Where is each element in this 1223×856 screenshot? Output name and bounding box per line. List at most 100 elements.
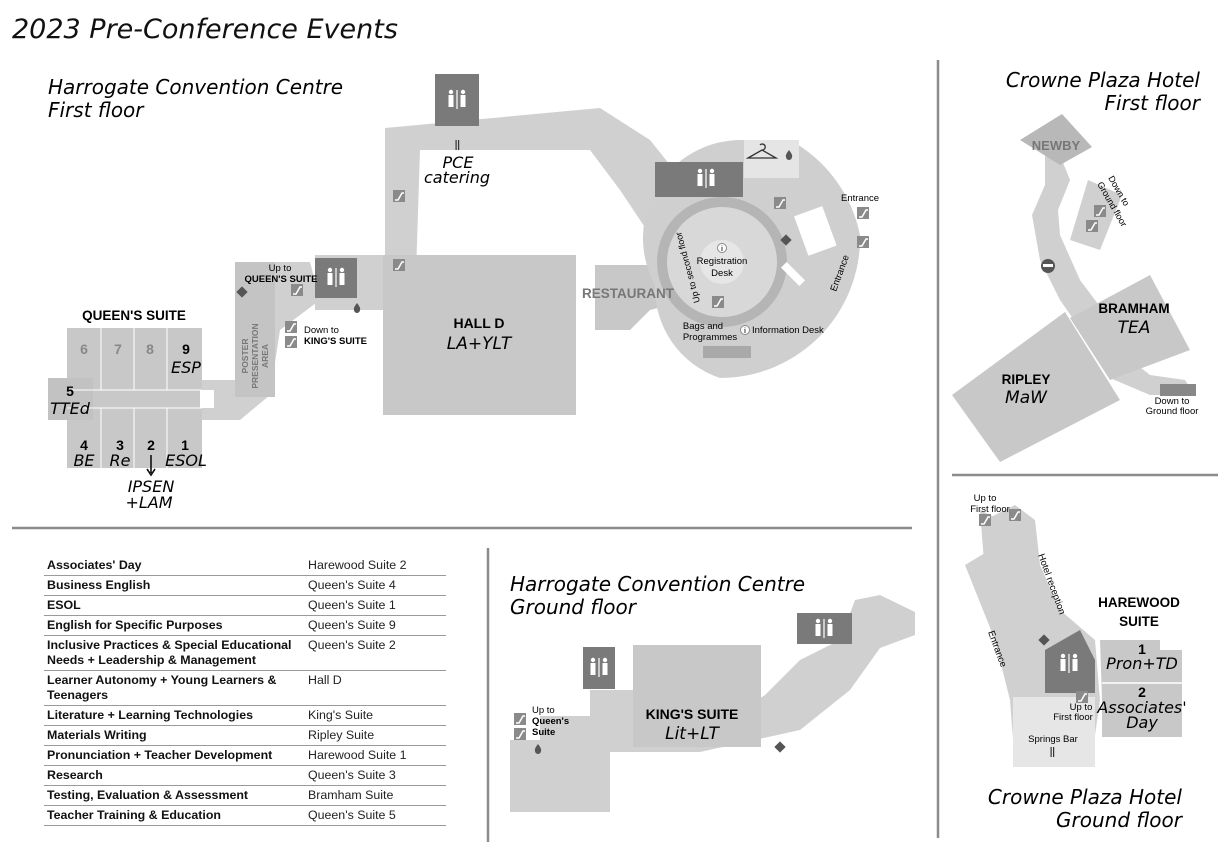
toilet-block	[1045, 630, 1095, 693]
escalator-icon	[513, 712, 527, 726]
poster-area	[235, 262, 275, 397]
harewood-2-event-line-1: Associates'	[1096, 698, 1186, 717]
poster-board-icon	[236, 286, 248, 298]
poster-area-label: POSTER PRESENTATION AREA	[240, 323, 270, 388]
legend-room-name: Bramham Suite	[305, 785, 446, 806]
lift-icon	[1085, 219, 1099, 233]
up-to-first-line-2: First floor	[970, 504, 1010, 515]
legend-room-name: Queen's Suite 1	[305, 595, 446, 616]
entrance-label-top: Entrance	[841, 193, 879, 204]
lift-icon	[856, 206, 870, 220]
down-to-kings-line-2: KING'S SUITE	[304, 336, 367, 347]
kings-suite-label: KING'S SUITE	[646, 706, 739, 722]
newby-room	[1020, 114, 1092, 165]
hcc-first-title-line-2: First floor	[48, 98, 145, 122]
bramham-room	[1070, 275, 1190, 380]
escalator-icon	[513, 727, 527, 741]
poster-board-icon	[780, 234, 792, 246]
hall-d	[383, 255, 576, 415]
queens-suite-label: QUEEN'S SUITE	[82, 308, 186, 323]
arrow-down-icon	[146, 455, 156, 477]
cp-ground-floor-plan: Up to First floor Hotel reception Entran…	[965, 493, 1187, 832]
foyer-rotunda	[642, 139, 861, 378]
bags-programmes-line-1: Bags and	[683, 321, 723, 332]
hcc-first-floor-plan: Harrogate Convention Centre First floor …	[48, 74, 879, 512]
room-6-label: 6	[80, 341, 88, 357]
room-4-event: BE	[73, 451, 95, 470]
escalator-bar	[703, 346, 751, 358]
lift-icon	[1093, 204, 1107, 218]
room-9-event: ESP	[171, 358, 201, 377]
legend-room-name: Queen's Suite 3	[305, 765, 446, 786]
cp-first-title-line-1: Crowne Plaza Hotel	[1006, 68, 1201, 92]
room-8-label: 8	[146, 341, 154, 357]
cloakroom-icon	[745, 143, 779, 159]
bags-programmes-line-2: Programmes	[683, 332, 738, 343]
down-to-ground-b-line-1: Down to	[1155, 396, 1190, 407]
up-to-queens-line-3: Suite	[532, 727, 555, 738]
svg-text:PRESENTATION: PRESENTATION	[250, 323, 260, 388]
cp-ground-title-line-2: Ground floor	[1056, 808, 1184, 832]
down-to-kings-line-1: Down to	[304, 325, 339, 336]
legend-room-name: Queen's Suite 9	[305, 615, 446, 636]
pce-catering-line-1: PCE	[443, 153, 475, 172]
queens-suite-block	[48, 328, 214, 468]
harewood-2-label: 2	[1138, 684, 1146, 700]
legend-room-name: Queen's Suite 5	[305, 805, 446, 826]
cp-ground-title-line-1: Crowne Plaza Hotel	[988, 785, 1183, 809]
hall-d-label: HALL D	[453, 315, 504, 331]
legend-event-name: Pronunciation + Teacher Development	[44, 745, 305, 766]
legend-event-name: Literature + Learning Technologies	[44, 705, 305, 726]
harewood-suite	[1100, 640, 1182, 737]
lift-icon	[856, 235, 870, 249]
room-5-event: TTEd	[50, 399, 91, 418]
poster-board-icon	[1038, 634, 1050, 646]
lift-icon	[978, 513, 992, 527]
toilet-icon	[447, 89, 467, 110]
svg-text:i: i	[721, 246, 723, 253]
ripley-room	[952, 312, 1120, 462]
newby-label: NEWBY	[1032, 138, 1081, 153]
room-3-label: 3	[116, 437, 124, 453]
harewood-2-event-line-2: Day	[1126, 713, 1158, 732]
stairs-box	[1160, 384, 1196, 396]
lift-icon	[392, 189, 406, 203]
legend-room-name: King's Suite	[305, 705, 446, 726]
svg-text:i: i	[744, 328, 746, 335]
svg-text:POSTER: POSTER	[240, 339, 250, 374]
info-icon	[740, 325, 750, 335]
cp-first-floor-plan: Crowne Plaza Hotel First floor NEWBY Dow…	[952, 68, 1202, 462]
registration-desk-line-1: Registration	[697, 256, 748, 267]
restaurant-label: RESTAURANT	[582, 286, 675, 301]
lift-icon	[1008, 508, 1022, 522]
legend-event-name: Research	[44, 765, 305, 786]
room-4-label: 4	[80, 437, 88, 453]
room-3-event: Re	[110, 451, 131, 470]
info-icon	[717, 243, 727, 253]
legend-event-name: Learner Autonomy + Young Learners & Teen…	[44, 670, 305, 706]
up-to-queens-line-1: Up to	[269, 263, 292, 274]
legend-event-name: Associates' Day	[44, 556, 305, 576]
kings-suite	[633, 645, 761, 747]
hall-d-event: LA+YLT	[447, 334, 513, 354]
escalator-icon	[284, 335, 298, 349]
escalator-icon	[284, 320, 298, 334]
lift-icon	[392, 258, 406, 272]
ripley-event: MaW	[1005, 388, 1048, 408]
room-2-event-line-2: +LAM	[125, 493, 172, 512]
up-to-first-line-1: Up to	[974, 493, 997, 504]
room-1-event: ESOL	[165, 451, 207, 470]
hcc-ground-floor-plan: Harrogate Convention Centre Ground floor…	[510, 572, 915, 812]
page-title: 2023 Pre-Conference Events	[12, 14, 398, 45]
escalator-icon	[290, 283, 304, 297]
legend-event-name: English for Specific Purposes	[44, 615, 305, 636]
divider-lines	[12, 60, 1218, 842]
down-to-ground-b-line-2: Ground floor	[1146, 406, 1199, 417]
